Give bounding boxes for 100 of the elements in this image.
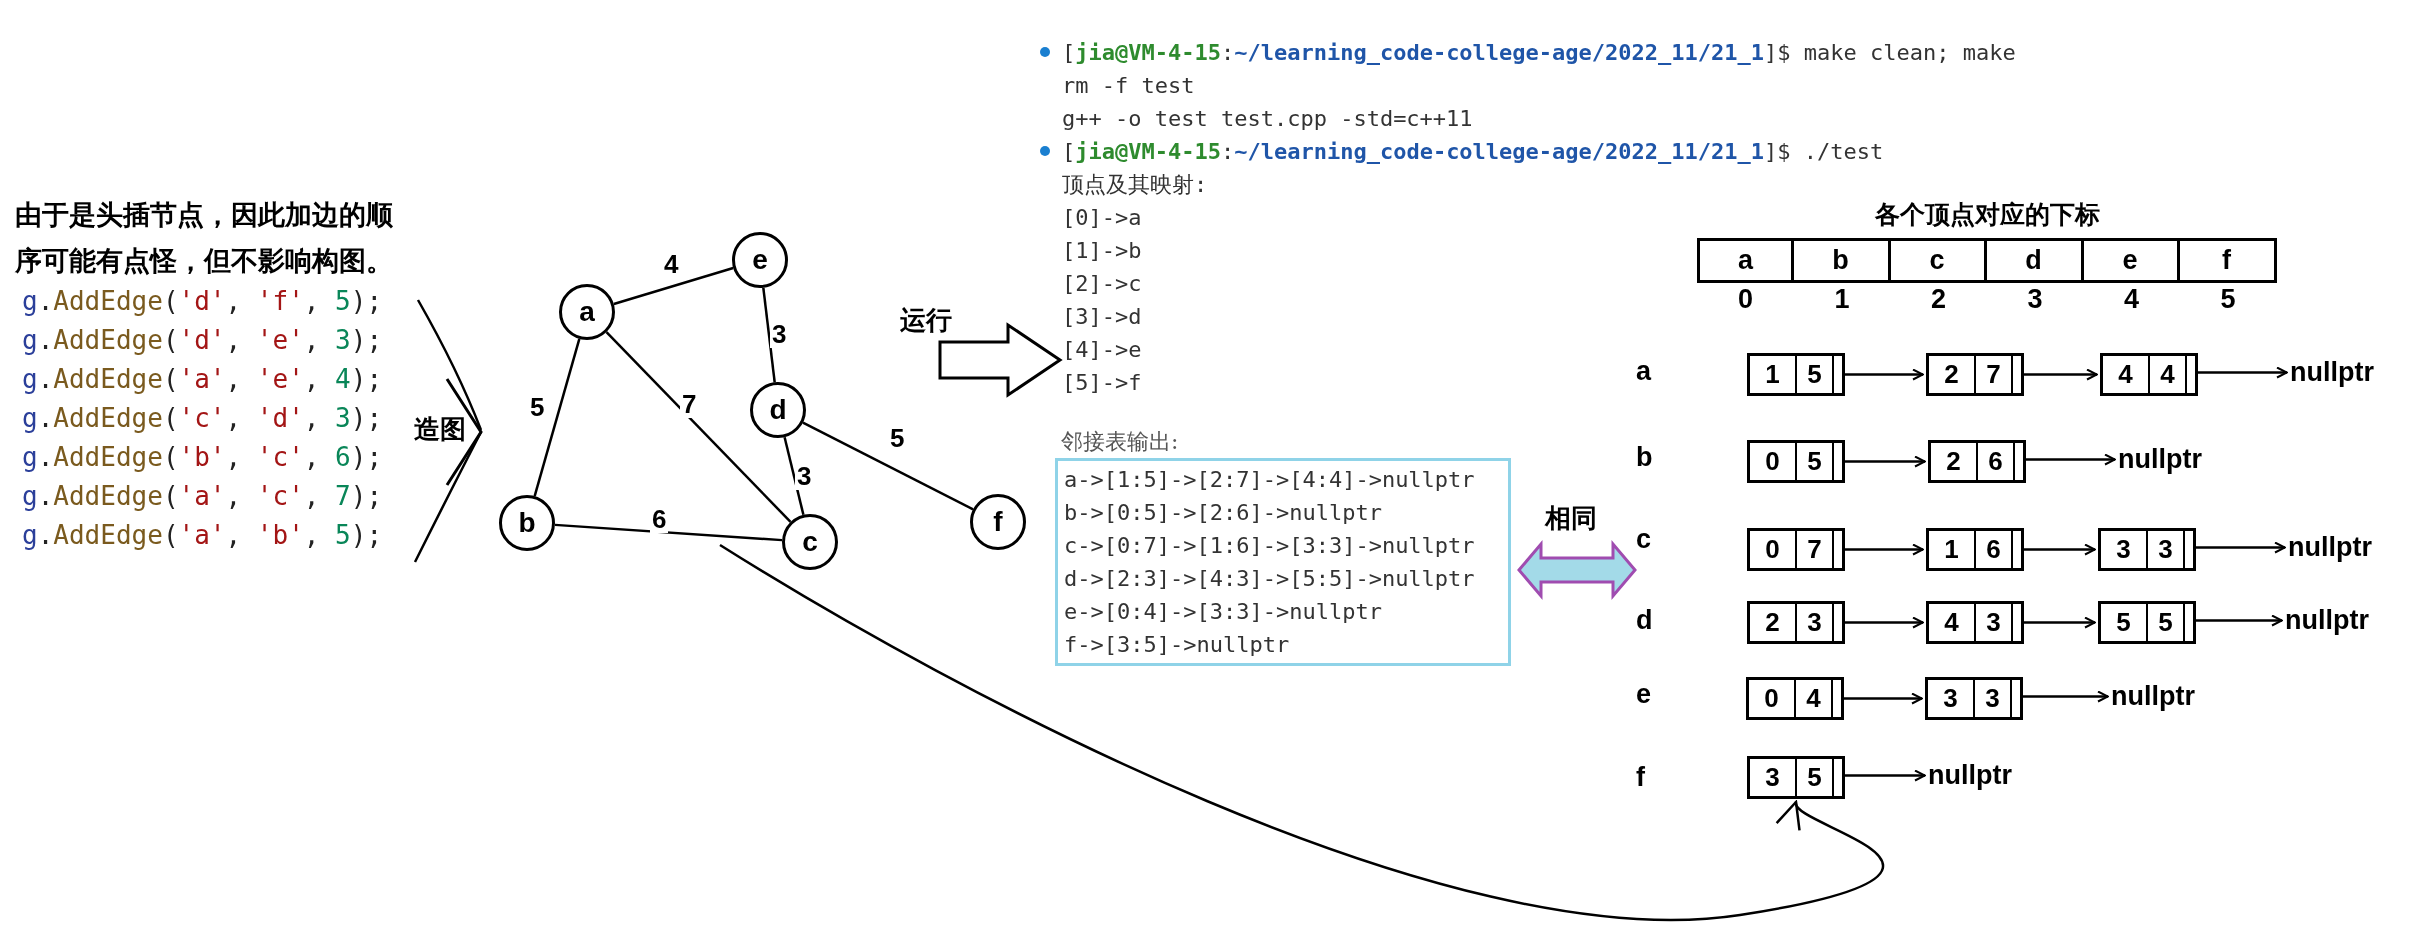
table-cell: f — [2179, 238, 2277, 283]
null-label: nullptr — [2285, 599, 2369, 642]
arrow — [2024, 616, 2096, 629]
list-node — [2100, 353, 2198, 396]
node-field: 2 — [1929, 356, 1974, 393]
list-node — [1747, 528, 1845, 571]
row-label: e — [1636, 679, 1653, 710]
graph-edge — [783, 436, 805, 516]
index-number: 3 — [2026, 284, 2044, 315]
output-line: c->[0:7]->[1:6]->[3:3]->nullptr — [1064, 532, 1476, 560]
node-field: 3 — [2101, 531, 2146, 568]
arrow — [2024, 368, 2098, 381]
node-field: 6 — [1974, 531, 2011, 568]
arrow — [2198, 366, 2288, 379]
node-field: 5 — [1795, 356, 1832, 393]
node-field: 2 — [1931, 443, 1976, 480]
arrow — [2023, 690, 2109, 703]
output-line: a->[1:5]->[2:7]->[4:4]->nullptr — [1064, 466, 1476, 494]
node-field: 4 — [1794, 680, 1831, 717]
row-label: b — [1636, 442, 1654, 473]
terminal-line: rm -f test — [1062, 72, 1196, 100]
list-node — [1747, 601, 1845, 644]
vertex-circle: e — [732, 232, 788, 288]
list-node — [2098, 528, 2196, 571]
terminal-line: [3]->d — [1062, 303, 1143, 331]
index-number: 1 — [1833, 284, 1851, 315]
row-label: d — [1636, 605, 1654, 636]
node-field: 0 — [1750, 531, 1795, 568]
node-field: 5 — [2146, 604, 2183, 641]
code-line: g.AddEdge('d', 'e', 3); — [22, 324, 384, 357]
terminal-line: [jia@VM-4-15:~/learning_code-college-age/2022_11/21_1]$ ./test — [1062, 138, 1885, 166]
node-field: 0 — [1750, 443, 1795, 480]
terminal-line: [1]->b — [1062, 237, 1143, 265]
node-field: 4 — [2103, 356, 2148, 393]
list-node — [1747, 756, 1845, 799]
terminal-line: [0]->a — [1062, 204, 1143, 232]
list-node — [1925, 677, 2023, 720]
graph-edge — [554, 523, 783, 542]
output-line: f->[3:5]->nullptr — [1064, 631, 1291, 659]
list-node — [1747, 440, 1845, 483]
node-field: 1 — [1750, 356, 1795, 393]
row-label: f — [1636, 762, 1646, 793]
arrow — [2196, 614, 2283, 627]
arrow — [2196, 541, 2286, 554]
node-field: 3 — [1750, 759, 1795, 796]
arrow — [1845, 455, 1926, 468]
graph-edge — [533, 338, 581, 497]
node-field: 4 — [1929, 604, 1974, 641]
table-cell: e — [2083, 238, 2180, 283]
output-line: e->[0:4]->[3:3]->nullptr — [1064, 598, 1383, 626]
arrow — [1845, 543, 1924, 556]
panel-heading: 邻接表输出: — [1060, 428, 1180, 456]
table-cell: b — [1793, 238, 1891, 283]
row-label: c — [1636, 524, 1653, 555]
list-node — [1926, 601, 2024, 644]
vertex-circle: a — [559, 284, 615, 340]
index-number: 4 — [2123, 284, 2140, 315]
code-line: g.AddEdge('c', 'd', 3); — [22, 402, 384, 435]
terminal-line: [jia@VM-4-15:~/learning_code-college-age/2022_11/21_1]$ make clean; make — [1062, 39, 2016, 67]
index-number: 0 — [1737, 284, 1754, 315]
code-line: g.AddEdge('a', 'e', 4); — [22, 363, 384, 396]
null-label: nullptr — [2118, 438, 2202, 481]
output-line: d->[2:3]->[4:3]->[5:5]->nullptr — [1064, 565, 1476, 593]
null-label: nullptr — [1928, 754, 2012, 797]
null-label: nullptr — [2111, 675, 2195, 718]
table-title: 各个顶点对应的下标 — [1873, 199, 2101, 230]
list-node — [2098, 601, 2196, 644]
node-field: 5 — [1795, 759, 1832, 796]
note-text: 由于是头插节点，因此加边的顺序可能有点怪，但不影响构图。 — [15, 199, 394, 278]
terminal-line: [2]->c — [1062, 270, 1143, 298]
code-line: g.AddEdge('a', 'b', 5); — [22, 519, 384, 552]
node-field: 0 — [1749, 680, 1794, 717]
table-cell: c — [1890, 238, 1987, 283]
table-cell: d — [1986, 238, 2084, 283]
index-number: 2 — [1930, 284, 1947, 315]
arrow — [1845, 368, 1924, 381]
table-cell: a — [1697, 238, 1794, 283]
list-node — [1926, 528, 2024, 571]
vertex-circle: b — [499, 495, 555, 551]
graph-edge — [802, 421, 974, 511]
node-field: 3 — [1795, 604, 1832, 641]
node-field: 4 — [2148, 356, 2185, 393]
terminal-line: g++ -o test test.cpp -std=c++11 — [1062, 105, 1474, 133]
vertex-circle: f — [970, 494, 1026, 550]
block-arrow — [938, 322, 1063, 398]
graph-edge — [762, 287, 776, 383]
list-node — [1746, 677, 1844, 720]
arrow — [413, 298, 483, 564]
terminal-line: [5]->f — [1062, 369, 1143, 397]
output-line: b->[0:5]->[2:6]->nullptr — [1064, 499, 1383, 527]
list-node — [1928, 440, 2026, 483]
arrow — [2026, 453, 2116, 466]
node-field: 3 — [1928, 680, 1973, 717]
list-node — [1747, 353, 1845, 396]
terminal-line: [4]->e — [1062, 336, 1143, 364]
graph-edge — [613, 266, 734, 306]
node-field: 2 — [1750, 604, 1795, 641]
edge-label: 运行 — [898, 306, 954, 334]
code-line: g.AddEdge('d', 'f', 5); — [22, 285, 384, 318]
node-field: 5 — [2101, 604, 2146, 641]
